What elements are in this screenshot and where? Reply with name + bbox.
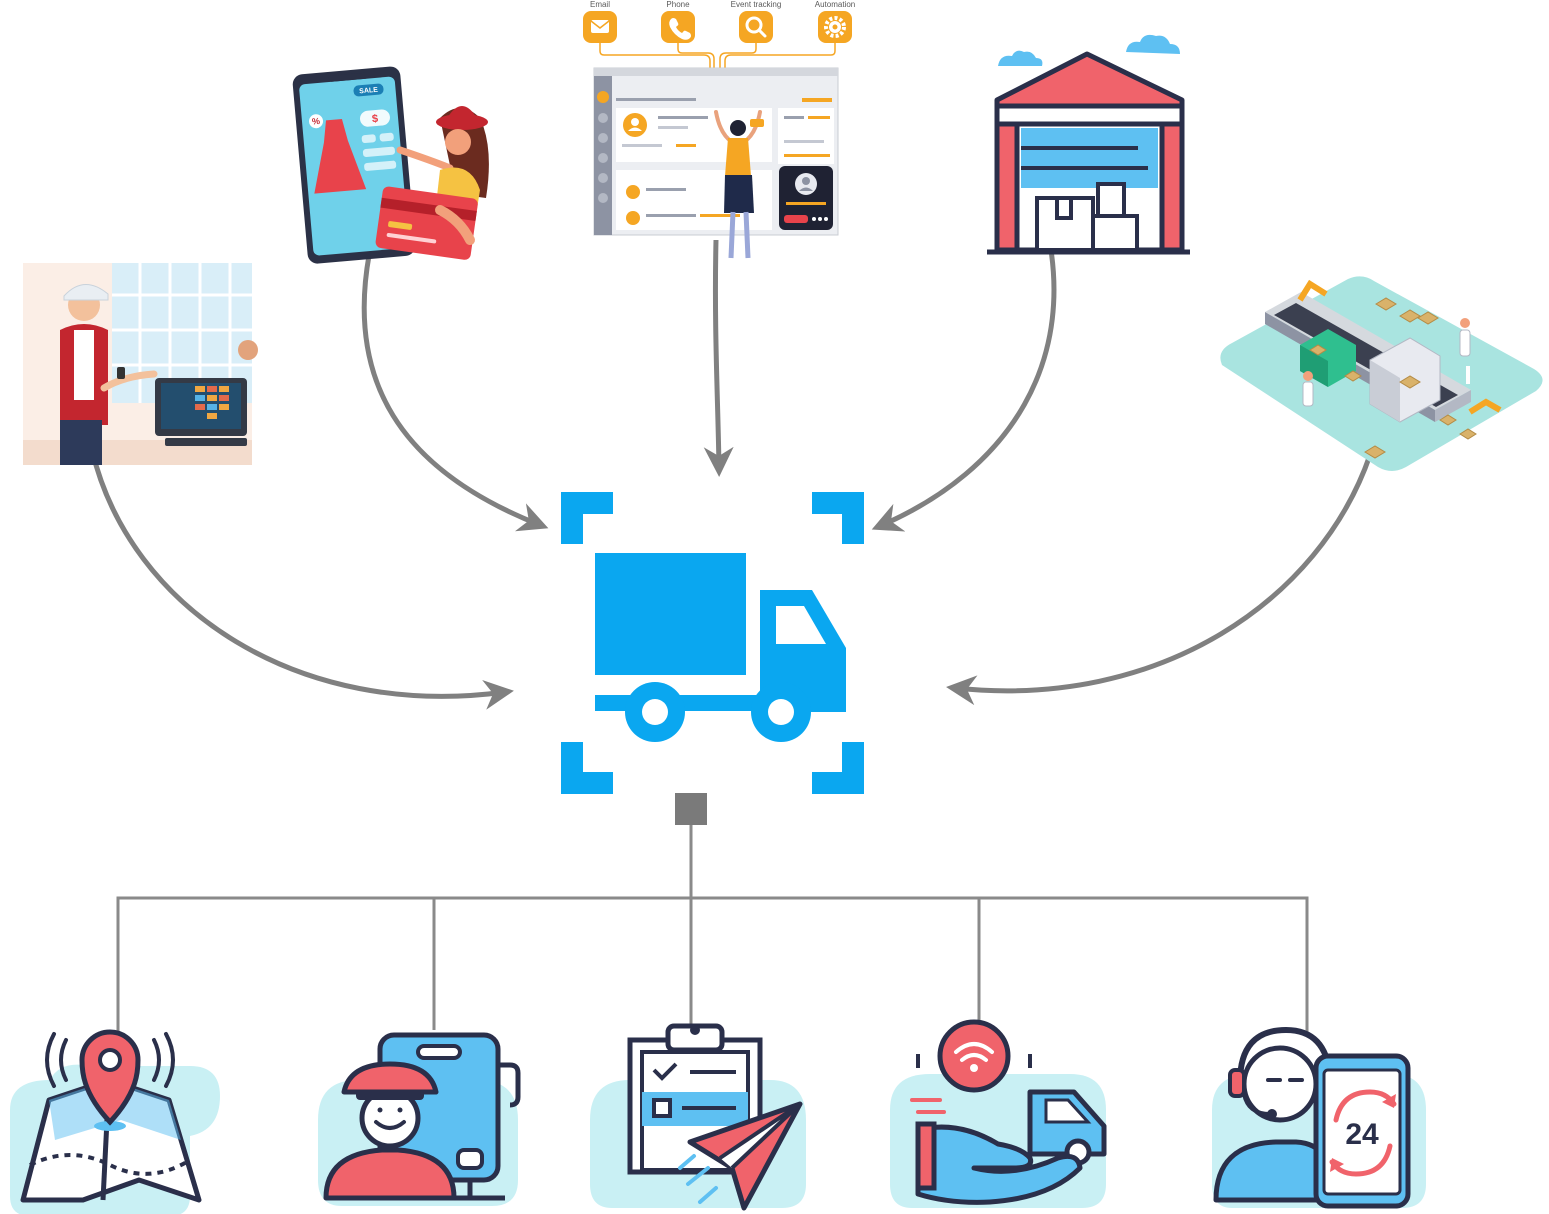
arrow-from-retail-store (89, 449, 514, 710)
truck-icon (595, 553, 846, 742)
channel-phone: Phone (661, 0, 695, 43)
distribution-connectors (116, 793, 1309, 1035)
hub-square (675, 793, 707, 825)
warehouse-illustration (987, 34, 1190, 255)
parcel-boxes (1309, 297, 1477, 459)
crm-window (593, 67, 839, 236)
phone-icon (669, 18, 691, 40)
arrow-from-crm (703, 239, 734, 477)
location-map-icon (10, 1029, 220, 1214)
channel-automation: Automation (815, 0, 855, 43)
svg-text:$: $ (372, 113, 379, 125)
scan-frame-corners (561, 492, 864, 794)
central-truck-node (561, 492, 864, 794)
arrow-from-warehouse (871, 219, 1057, 532)
factory-conveyor-illustration (1220, 276, 1543, 471)
svg-text:Automation: Automation (815, 0, 855, 9)
arrow-from-online-shop (361, 249, 549, 532)
crm-channel-icons: Email Phone Event tracking (583, 0, 855, 68)
support-24-7-icon: 24 (1212, 1026, 1426, 1209)
hours-label: 24 (1345, 1118, 1379, 1151)
operator-figure (714, 110, 764, 259)
arrow-from-factory (946, 454, 1373, 706)
magnifier-icon (745, 16, 767, 38)
credit-card-icon (375, 186, 478, 260)
mobile-phone-icon: 24 (1313, 1053, 1411, 1209)
dispatch-clipboard-icon (590, 1023, 806, 1211)
wifi-badge-icon (937, 1019, 1011, 1093)
online-shop-illustration: SALE % $ (292, 66, 489, 264)
map-pin-icon (79, 1029, 141, 1126)
cloud-icon (998, 34, 1180, 66)
hand-icon (915, 1124, 1083, 1205)
svg-text:Email: Email (590, 0, 610, 9)
sale-badge: SALE (359, 87, 379, 96)
delivery-van-icon (1027, 1089, 1107, 1166)
retail-store-illustration (23, 263, 258, 465)
gear-icon (824, 16, 846, 38)
courier-driver-icon (318, 1032, 521, 1206)
channel-email: Email (583, 0, 617, 43)
svg-text:Phone: Phone (666, 0, 690, 9)
connected-delivery-icon (890, 1019, 1107, 1208)
factory-workers (1302, 318, 1471, 407)
svg-text:Event tracking: Event tracking (731, 0, 782, 9)
dress-icon (314, 118, 367, 194)
refresh-arrows-icon (1329, 1089, 1397, 1177)
svg-text:%: % (312, 116, 321, 127)
headset-icon (1237, 1026, 1333, 1085)
robot-arm (1297, 279, 1502, 415)
paper-plane-icon (687, 1101, 803, 1211)
channel-event-tracking: Event tracking (731, 0, 782, 43)
incoming-arrows (89, 219, 1373, 710)
pos-terminal-icon (155, 378, 247, 446)
envelope-icon (590, 20, 610, 33)
crm-dashboard-illustration: Email Phone Event tracking (583, 0, 855, 259)
